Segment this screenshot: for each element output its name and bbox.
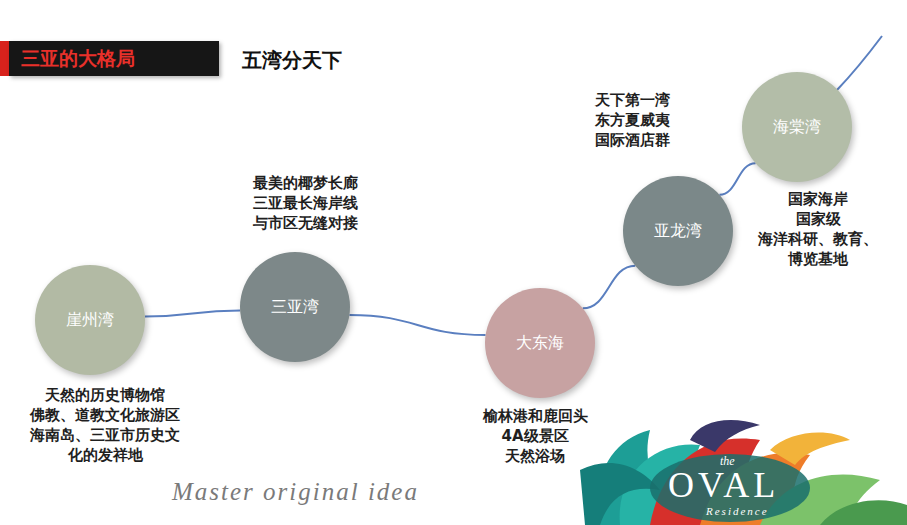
petal	[820, 500, 907, 525]
bay-notes: 天然的历史博物馆佛教、道教文化旅游区海南岛、三亚市历史文 化的发祥地	[23, 385, 188, 465]
bay-note: 东方夏威夷	[586, 110, 678, 130]
bay-name: 崖州湾	[66, 310, 114, 331]
bay-note: 三亚最长海岸线	[245, 193, 365, 213]
bay-note: 天然的历史博物馆	[23, 385, 188, 405]
petal	[580, 463, 660, 525]
subtitle: 五湾分天下	[242, 47, 342, 74]
logo-ground	[650, 454, 810, 522]
bay-circle: 海棠湾国家海岸国家级海洋科研、教育、 博览基地	[742, 72, 852, 182]
bay-note: 4A级景区	[475, 426, 595, 446]
title-text: 三亚的大格局	[21, 46, 135, 72]
bay-note: 国家级	[752, 209, 884, 229]
bay-name: 亚龙湾	[654, 221, 702, 242]
logo-small: Residence	[706, 505, 769, 517]
bay-note: 榆林港和鹿回头	[475, 406, 595, 426]
anemone	[580, 420, 907, 525]
bay-circle: 亚龙湾天下第一湾东方夏威夷国际酒店群	[623, 176, 733, 286]
bay-notes: 国家海岸国家级海洋科研、教育、 博览基地	[752, 189, 884, 269]
bay-circle: 大东海榆林港和鹿回头4A级景区天然浴场	[485, 288, 595, 398]
curve-connector	[719, 163, 755, 195]
bay-note: 最美的椰梦长廊	[245, 173, 365, 193]
curve-connector	[583, 266, 636, 309]
title-box: 三亚的大格局	[9, 41, 219, 76]
petal	[770, 433, 850, 465]
accent-bar	[0, 41, 9, 76]
curve-tail	[837, 36, 882, 90]
curve-connector	[145, 310, 240, 316]
bay-notes: 天下第一湾东方夏威夷国际酒店群	[586, 90, 678, 150]
watermark: Master original idea	[172, 478, 419, 506]
bay-note: 海洋科研、教育、 博览基地	[752, 229, 884, 269]
bay-name: 三亚湾	[271, 297, 319, 318]
bay-note: 海南岛、三亚市历史文 化的发祥地	[23, 425, 188, 465]
curve-connector	[349, 315, 485, 335]
logo-word: OVAL	[668, 464, 779, 506]
bay-note: 天然浴场	[475, 446, 595, 466]
bay-name: 大东海	[516, 333, 564, 354]
bay-name: 海棠湾	[773, 117, 821, 138]
bay-note: 天下第一湾	[586, 90, 678, 110]
bay-notes: 榆林港和鹿回头4A级景区天然浴场	[475, 406, 595, 466]
bay-note: 佛教、道教文化旅游区	[23, 405, 188, 425]
bay-circle: 三亚湾最美的椰梦长廊三亚最长海岸线与市区无缝对接	[240, 252, 350, 362]
petal	[690, 420, 760, 452]
bay-note: 国家海岸	[752, 189, 884, 209]
bay-circle: 崖州湾天然的历史博物馆佛教、道教文化旅游区海南岛、三亚市历史文 化的发祥地	[35, 265, 145, 375]
bay-notes: 最美的椰梦长廊三亚最长海岸线与市区无缝对接	[245, 173, 365, 233]
bay-note: 与市区无缝对接	[245, 213, 365, 233]
bay-note: 国际酒店群	[586, 130, 678, 150]
